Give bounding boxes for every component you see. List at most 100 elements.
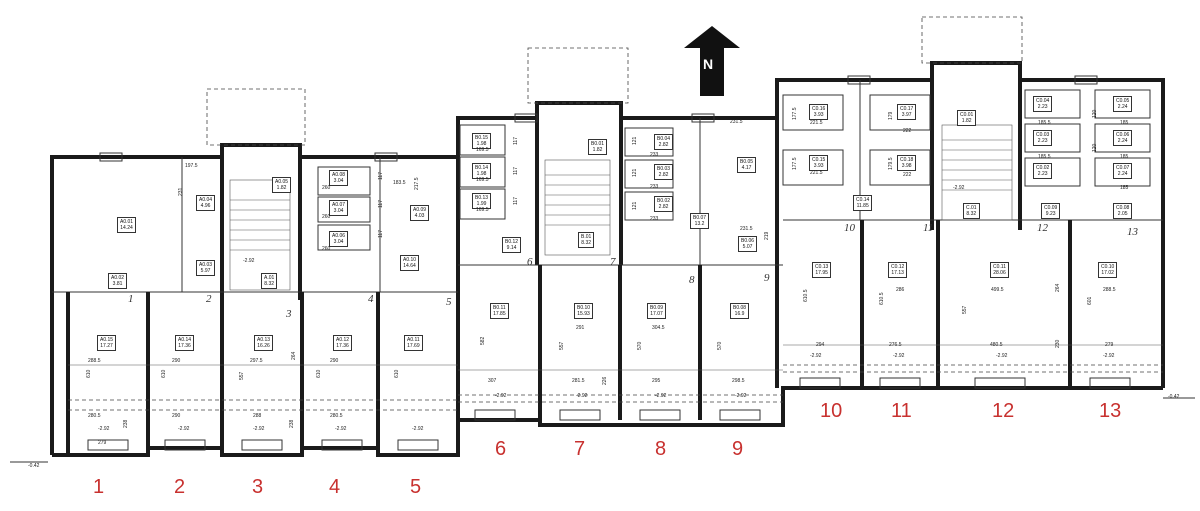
room-area: 2.82 xyxy=(658,204,669,210)
room-code: A0.12 xyxy=(336,337,350,343)
dimension-label: 185.5 xyxy=(1038,154,1051,160)
dimension-label: 183.5 xyxy=(393,180,406,186)
room-area: 17.07 xyxy=(650,311,663,317)
handwritten-bay-number: 7 xyxy=(610,256,616,268)
room-code: A0.10 xyxy=(403,257,417,263)
room-area: 2.24 xyxy=(1117,138,1128,144)
level-label: -2.92 xyxy=(495,393,507,399)
room-area: 3.04 xyxy=(333,239,344,245)
dimension-label: 264 xyxy=(1055,283,1061,292)
room-area: 13.2 xyxy=(694,221,705,227)
dimension-label: 233 xyxy=(650,184,659,190)
handwritten-bay-number: 6 xyxy=(527,256,533,268)
room-area: 28.06 xyxy=(993,270,1006,276)
dimension-label: 557 xyxy=(239,371,245,380)
dimension-label: 260 xyxy=(322,214,331,220)
room-area: 3.93 xyxy=(813,163,824,169)
room-code: C0.13 xyxy=(815,264,829,270)
dimension-label: 304.5 xyxy=(652,325,665,331)
dimension-label: 286 xyxy=(896,287,905,293)
dimension-label: 230 xyxy=(1055,339,1061,348)
room-code: C0.17 xyxy=(900,106,914,112)
room-area: 1.98 xyxy=(476,141,487,147)
dimension-label: 297.5 xyxy=(250,358,263,364)
room-code: C0.02 xyxy=(1036,165,1050,171)
room-area: 2.05 xyxy=(1117,211,1128,217)
dimension-label: 279 xyxy=(1105,342,1114,348)
garage-unit-number: 9 xyxy=(732,438,744,460)
dimension-label: 120 xyxy=(1092,143,1098,152)
room-area: 3.97 xyxy=(901,112,912,118)
room-code: C.01 xyxy=(966,205,977,211)
dimension-label: 179.5 xyxy=(888,157,894,170)
room-code: B0.15 xyxy=(475,135,489,141)
handwritten-bay-number: 13 xyxy=(1127,226,1138,238)
level-label: -2.92 xyxy=(655,393,667,399)
dimension-label: 264 xyxy=(291,351,297,360)
level-label: -2.92 xyxy=(576,393,588,399)
room-area: 1.98 xyxy=(476,171,487,177)
dimension-label: 169.5 xyxy=(476,177,489,183)
room-code: C0.04 xyxy=(1036,98,1050,104)
room-code: C0.01 xyxy=(960,112,974,118)
garage-bays xyxy=(66,220,1163,455)
dimension-label: 570 xyxy=(717,341,723,350)
room-area: 3.04 xyxy=(333,178,344,184)
room-area: 1.82 xyxy=(961,118,972,124)
handwritten-bay-number: 8 xyxy=(689,274,695,286)
dimension-label: 499.5 xyxy=(991,287,1004,293)
dimension-label: 280.5 xyxy=(330,413,343,419)
level-label: -2.92 xyxy=(996,353,1008,359)
handwritten-bay-number: 2 xyxy=(206,293,212,305)
room-code: C0.11 xyxy=(993,264,1006,270)
dimension-label: 610 xyxy=(161,369,167,378)
room-code: A0.07 xyxy=(332,202,346,208)
room-code: C0.03 xyxy=(1036,132,1050,138)
room-area: 1.99 xyxy=(476,201,487,207)
dimension-label: 120 xyxy=(1092,109,1098,118)
dimension-label: 610.5 xyxy=(803,289,809,302)
room-area: 1.82 xyxy=(592,147,603,153)
handwritten-bay-number: 1 xyxy=(128,293,134,305)
dimension-label: 231 xyxy=(178,187,184,196)
room-area: 15.93 xyxy=(577,311,590,317)
room-code: A0.14 xyxy=(178,337,192,343)
handwritten-bay-number: 4 xyxy=(368,293,374,305)
room-area: 4.03 xyxy=(414,213,425,219)
room-area: 16.9 xyxy=(734,311,745,317)
room-area: 9.14 xyxy=(506,245,517,251)
dimension-label: 231.5 xyxy=(730,119,743,125)
dimension-label: 294 xyxy=(816,342,825,348)
room-area: 5.97 xyxy=(200,268,211,274)
room-area: 8.32 xyxy=(966,211,977,217)
dimension-label: 233 xyxy=(650,152,659,158)
garage-unit-number: 1 xyxy=(93,476,105,498)
room-area: 17.27 xyxy=(100,343,113,349)
room-area: 9.23 xyxy=(1045,211,1056,217)
room-area: 17.85 xyxy=(493,311,506,317)
room-area: 2.82 xyxy=(658,142,669,148)
room-area: 4.96 xyxy=(200,203,211,209)
garage-unit-number: 4 xyxy=(329,476,341,498)
dimension-label: 582 xyxy=(480,336,486,345)
garage-unit-number: 11 xyxy=(891,400,912,422)
